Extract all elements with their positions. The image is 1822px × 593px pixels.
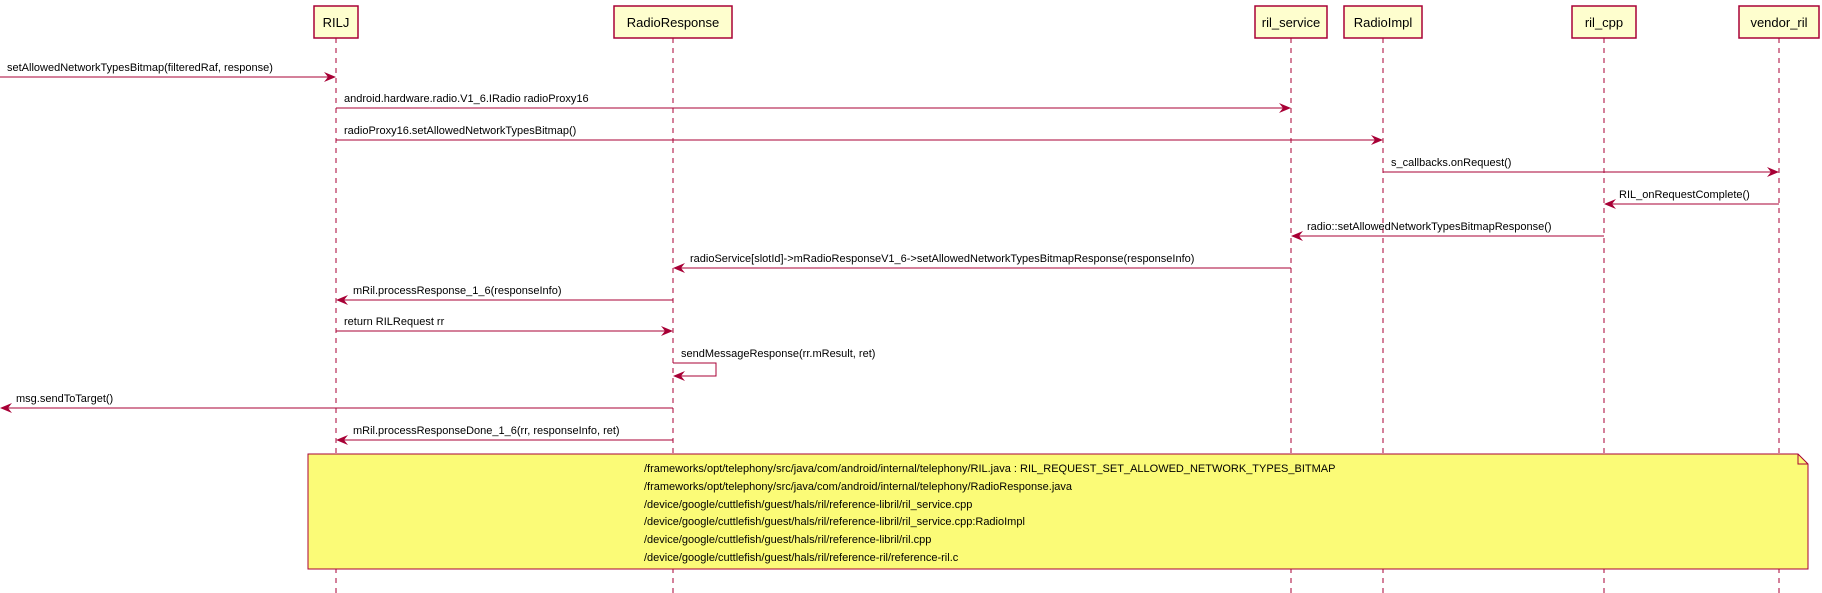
arrow-right-icon	[1371, 135, 1383, 145]
arrow-right-icon	[1279, 103, 1291, 113]
note-line: /device/google/cuttlefish/guest/hals/ril…	[644, 534, 931, 546]
message-3: radioProxy16.setAllowedNetworkTypesBitma…	[336, 125, 1383, 145]
message-7: radioService[slotId]->mRadioResponseV1_6…	[673, 253, 1291, 273]
message-label: RIL_onRequestComplete()	[1619, 189, 1750, 201]
arrow-right-icon	[661, 326, 673, 336]
message-6: radio::setAllowedNetworkTypesBitmapRespo…	[1291, 221, 1604, 241]
message-2: android.hardware.radio.V1_6.IRadio radio…	[336, 93, 1291, 113]
note-line: /frameworks/opt/telephony/src/java/com/a…	[644, 481, 1073, 493]
participant-label: RadioImpl	[1354, 15, 1413, 30]
message-label: android.hardware.radio.V1_6.IRadio radio…	[344, 93, 589, 105]
message-4: s_callbacks.onRequest()	[1383, 157, 1779, 177]
participant-label: ril_cpp	[1585, 15, 1623, 30]
note-line: /device/google/cuttlefish/guest/hals/ril…	[644, 552, 959, 564]
participant-label: RadioResponse	[627, 15, 720, 30]
participant-ril-cpp: ril_cpp	[1571, 5, 1637, 39]
message-label: return RILRequest rr	[344, 316, 445, 328]
participant-label: RILJ	[323, 15, 350, 30]
participant-radioresponse: RadioResponse	[613, 5, 733, 39]
message-12: mRil.processResponseDone_1_6(rr, respons…	[336, 425, 673, 445]
source-files-note: /frameworks/opt/telephony/src/java/com/a…	[307, 453, 1809, 570]
message-label: radio::setAllowedNetworkTypesBitmapRespo…	[1307, 221, 1552, 233]
note-line: /device/google/cuttlefish/guest/hals/ril…	[644, 516, 1025, 528]
message-10-self: sendMessageResponse(rr.mResult, ret)	[673, 348, 875, 381]
arrow-left-icon	[336, 295, 348, 305]
arrow-right-icon	[324, 72, 336, 82]
participant-ril-service: ril_service	[1254, 5, 1328, 39]
note-line: /frameworks/opt/telephony/src/java/com/a…	[644, 463, 1335, 475]
participant-rilj: RILJ	[313, 5, 359, 39]
message-label: radioProxy16.setAllowedNetworkTypesBitma…	[344, 125, 576, 137]
message-11: msg.sendToTarget()	[0, 393, 673, 413]
participant-label: vendor_ril	[1750, 15, 1807, 30]
arrow-left-icon	[1604, 199, 1616, 209]
message-label: radioService[slotId]->mRadioResponseV1_6…	[690, 253, 1194, 265]
message-5: RIL_onRequestComplete()	[1604, 189, 1779, 209]
arrow-right-icon	[1767, 167, 1779, 177]
message-label: msg.sendToTarget()	[16, 393, 113, 405]
message-label: sendMessageResponse(rr.mResult, ret)	[681, 348, 875, 360]
participant-label: ril_service	[1262, 15, 1321, 30]
arrow-left-icon	[673, 263, 685, 273]
arrow-left-icon	[0, 403, 12, 413]
arrow-left-icon	[673, 371, 685, 381]
message-9: return RILRequest rr	[336, 316, 673, 336]
message-8: mRil.processResponse_1_6(responseInfo)	[336, 285, 673, 305]
participant-vendor-ril: vendor_ril	[1738, 5, 1820, 39]
message-label: setAllowedNetworkTypesBitmap(filteredRaf…	[7, 62, 273, 74]
message-label: mRil.processResponse_1_6(responseInfo)	[353, 285, 562, 297]
arrow-left-icon	[336, 435, 348, 445]
message-label: s_callbacks.onRequest()	[1391, 157, 1511, 169]
note-line: /device/google/cuttlefish/guest/hals/ril…	[644, 499, 972, 511]
message-label: mRil.processResponseDone_1_6(rr, respons…	[353, 425, 620, 437]
message-1: setAllowedNetworkTypesBitmap(filteredRaf…	[0, 62, 336, 82]
arrow-left-icon	[1291, 231, 1303, 241]
participant-radioimpl: RadioImpl	[1343, 5, 1423, 39]
